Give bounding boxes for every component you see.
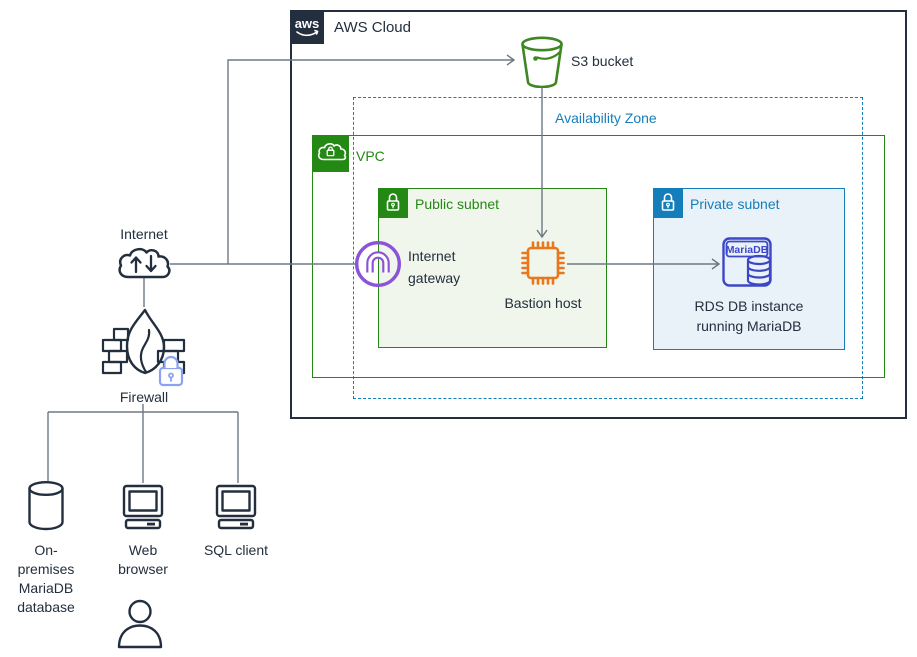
user-body [117,624,163,649]
bastion-to-rds-arrow [567,258,721,270]
upload-arrow-icon [130,256,142,274]
firewall-label: Firewall [119,389,169,405]
s3-to-bastion-arrow [536,88,548,239]
internet-cloud-icon [115,243,173,285]
monitor-base [217,518,255,530]
public-subnet-lock-icon [378,188,408,218]
s3-bucket-label: S3 bucket [571,53,634,69]
monitor-screen [128,490,158,512]
availability-zone-title: Availability Zone [555,110,657,126]
rds-instance-label: RDS DB instance running MariaDB [674,296,824,336]
flame-outline [125,308,166,375]
monitor-base-slot [147,522,155,526]
aws-cloud-title: AWS Cloud [334,19,411,36]
monitor-base-slot [240,522,248,526]
lock-body [386,200,400,211]
mariadb-label-box [725,240,769,258]
chip-pins [521,241,565,285]
lock-body [661,200,675,211]
web-browser-label: Web browser [103,541,183,579]
monitor-frame [215,484,257,518]
bucket-handle [536,51,561,60]
vpc-region [312,135,885,378]
db-cylinder-body [746,260,772,286]
cloud-outline [118,247,171,279]
web-browser-label-line2: browser [118,561,168,577]
web-browser-computer-icon [119,484,167,530]
sql-client-label: SQL client [203,542,269,558]
internet-gateway-label-line1: Internet [408,248,456,264]
internet-gateway-label: Internet gateway [408,245,460,289]
cylinder-top [28,480,64,497]
private-subnet-title: Private subnet [690,196,780,212]
onprem-database-label: On-premises MariaDB database [6,541,86,617]
firewall-lock-shackle [163,355,179,370]
vpc-title: VPC [356,148,385,164]
rds-label-line2: running MariaDB [696,318,802,334]
aws-logo-icon: aws [295,16,320,37]
gateway-circle [355,241,401,287]
flame-inner-line [139,328,151,374]
onprem-label-line3: database [17,599,75,615]
cylinder-body [28,487,64,531]
private-subnet-lock-icon [653,188,683,218]
db-cylinder-rings [746,266,772,279]
bastion-host-chip-icon [520,240,566,286]
vpc-lock-glyph [326,149,335,157]
monitor-base [124,518,162,530]
onprem-database-icon [27,480,65,532]
sql-client-computer-icon [212,484,260,530]
monitor-screen [221,490,251,512]
internet-gateway-icon [354,240,402,288]
download-arrow-icon [145,254,157,273]
db-cylinder-top [746,254,772,266]
availability-zone-region [353,97,863,399]
vpc-lock-shackle [328,146,333,151]
firewall-to-clients-tree [47,404,239,483]
internet-gateway-label-line2: gateway [408,270,461,286]
rds-mariadb-icon: MariaDB [722,237,776,289]
firewall-icon [100,306,192,390]
lock-shackle [388,193,398,202]
gateway-glyph-inner [368,253,388,275]
internet-label: Internet [120,226,168,242]
aws-cloud-region [290,10,907,419]
mariadb-label-text: MariaDB [726,244,769,256]
vpc-cloud-glyph [317,143,347,161]
s3-bucket-icon [519,36,565,89]
bucket-rim [521,36,563,52]
chip-body [526,246,560,280]
monitor-frame [122,484,164,518]
aws-smile-icon [296,29,319,37]
user-icon [114,599,166,649]
onprem-label-line1: On-premises [17,542,75,577]
aws-logo: aws [290,10,324,44]
public-subnet-region [378,188,607,348]
lock-shackle [663,193,673,202]
internet-to-s3-line [227,54,516,264]
bucket-body [521,43,563,89]
web-browser-label-line1: Web [128,542,158,558]
public-subnet-title: Public subnet [415,196,500,212]
aws-logo-text: aws [295,16,320,31]
vpc-icon [312,135,349,172]
onprem-label-line2: MariaDB [18,580,74,596]
rds-label-line1: RDS DB instance [694,298,804,314]
user-head [128,599,152,624]
bastion-host-label: Bastion host [504,295,582,311]
